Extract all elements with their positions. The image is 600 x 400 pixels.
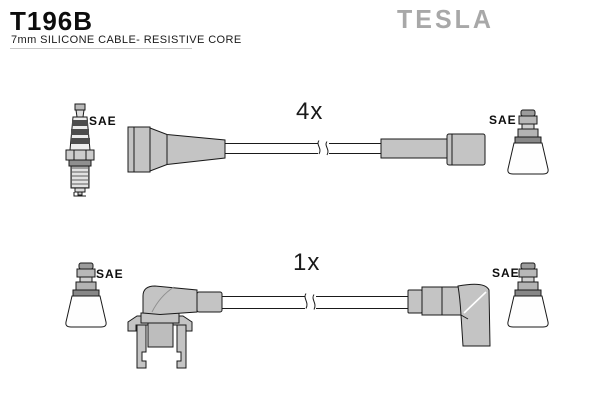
cable-break-mark [317,140,329,156]
angled-boot-with-bracket [127,285,223,369]
sae-label-bottom-right: SAE [492,266,520,280]
straight-boot-left [127,126,226,173]
bottom-cable-assembly [127,283,491,369]
top-cable-assembly [127,126,486,173]
quantity-label-bottom: 1x [293,249,321,276]
straight-boot-right [380,133,486,166]
sae-label-bottom-left: SAE [96,267,124,281]
header-divider [10,48,192,49]
sae-label-top-left: SAE [89,114,117,128]
distributor-terminal-icon-bottom-right [507,262,549,328]
distributor-terminal-icon-bottom-left [65,262,107,328]
spark-plug-icon [65,103,95,197]
elbow-boot-right [407,283,491,347]
distributor-terminal-icon-top-right [507,109,549,175]
quantity-label-top: 4x [296,98,324,125]
cable-break-mark [304,293,316,310]
cable-line [225,140,381,156]
cable-spec: 7mm SILICONE CABLE- RESISTIVE CORE [11,34,242,46]
part-number: T196B [10,6,94,36]
cable-line [222,293,408,310]
sae-label-top-right: SAE [489,113,517,127]
brand-logo: TESLA [397,4,494,35]
